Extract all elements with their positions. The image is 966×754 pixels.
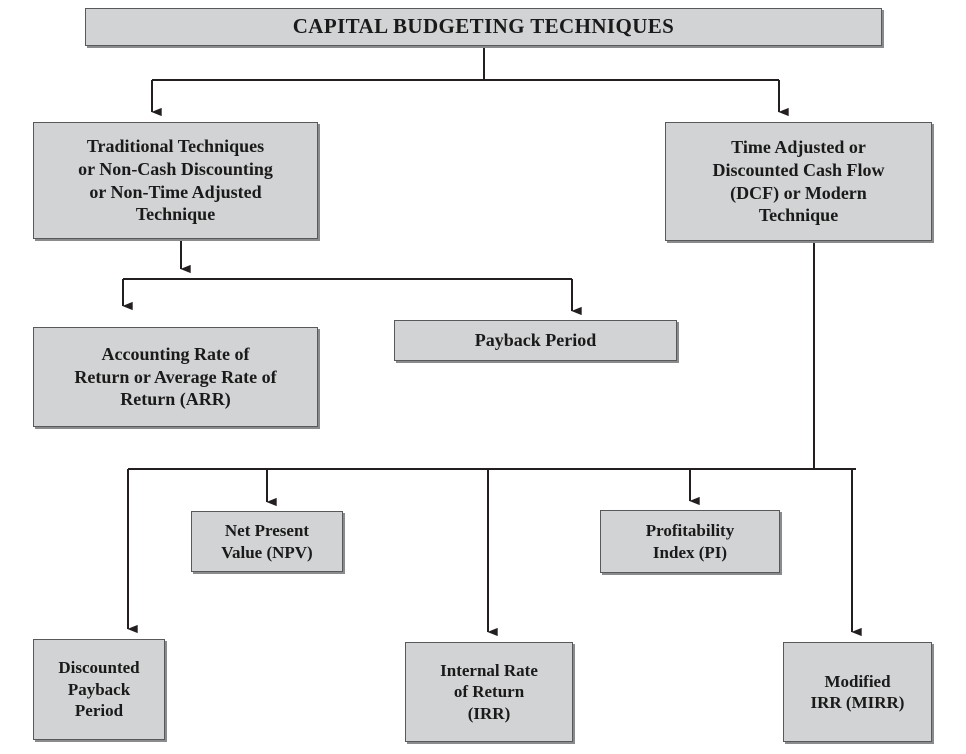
node-traditional-techniques: Traditional Techniques or Non-Cash Disco… <box>33 122 318 239</box>
node-net-present-value: Net Present Value (NPV) <box>191 511 343 572</box>
node-profitability-index: Profitability Index (PI) <box>600 510 780 573</box>
node-dcf-label: Time Adjusted or Discounted Cash Flow (D… <box>712 137 885 226</box>
node-internal-rate-of-return: Internal Rate of Return (IRR) <box>405 642 573 742</box>
node-modified-irr: Modified IRR (MIRR) <box>783 642 932 742</box>
node-npv-label: Net Present Value (NPV) <box>221 521 313 562</box>
node-payback-label: Payback Period <box>474 330 597 351</box>
node-mirr-label: Modified IRR (MIRR) <box>810 671 905 712</box>
node-capital-budgeting-techniques: CAPITAL BUDGETING TECHNIQUES <box>85 8 882 46</box>
node-time-adjusted-dcf: Time Adjusted or Discounted Cash Flow (D… <box>665 122 932 241</box>
node-pi-label: Profitability Index (PI) <box>645 521 735 562</box>
node-irr-label: Internal Rate of Return (IRR) <box>440 660 538 723</box>
node-dpb-label: Discounted Payback Period <box>58 658 140 721</box>
node-discounted-payback-period: Discounted Payback Period <box>33 639 165 740</box>
node-accounting-rate-of-return: Accounting Rate of Return or Average Rat… <box>33 327 318 427</box>
node-arr-label: Accounting Rate of Return or Average Rat… <box>74 343 277 410</box>
node-traditional-label: Traditional Techniques or Non-Cash Disco… <box>78 136 273 225</box>
node-payback-period: Payback Period <box>394 320 677 361</box>
node-title-label: CAPITAL BUDGETING TECHNIQUES <box>292 14 675 39</box>
